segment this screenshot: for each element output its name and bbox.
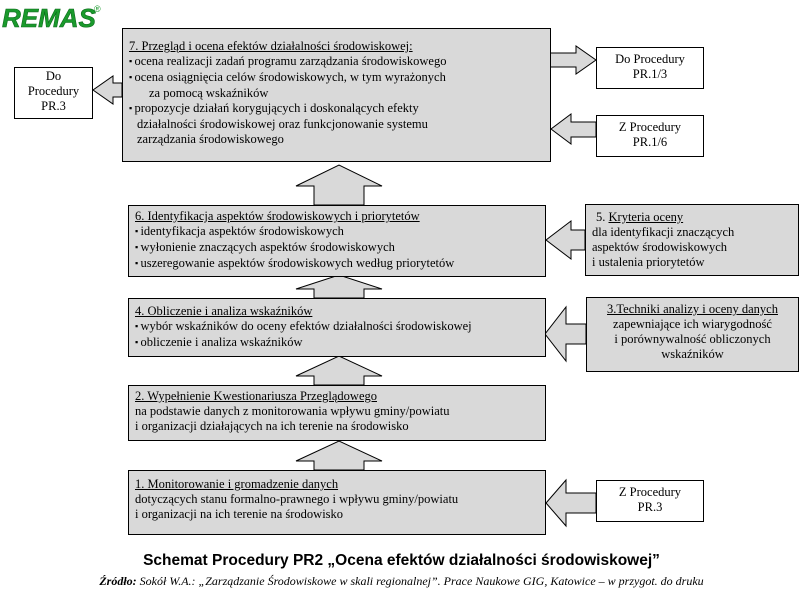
arrow-from-pr16 [550,113,597,145]
logo-text: REMAS [2,3,97,32]
box7-line: za pomocą wskaźników [149,86,269,100]
ref-line: Procedury [27,84,80,98]
box5-line: dla identyfikacji znaczących [592,225,735,239]
box4-line: obliczenie i analiza wskaźników [135,335,539,351]
box7-line: ocena realizacji zadań programu zarządza… [129,54,544,70]
box7-title: 7. Przegląd i ocena efektów działalności… [129,39,413,53]
box4-line: wybór wskaźników do oceny efektów działa… [135,319,539,335]
box3-line: i porównywalność obliczonych [614,332,771,346]
source-note: Źródło: Sokół W.A.: „Zarządzanie Środowi… [0,574,803,589]
source-label: Źródło: [99,574,137,588]
box5-line: i ustalenia priorytetów [592,255,705,269]
box-questionnaire: 2. Wypełnienie Kwestionariusza Przeglądo… [128,385,546,441]
ref-line: Do Procedury [615,52,685,66]
ref-box-to-pr13: Do Procedury PR.1/3 [596,47,704,89]
box-evaluation-criteria: 5. Kryteria oceny dla identyfikacji znac… [585,204,799,276]
box6-line: wyłonienie znaczących aspektów środowisk… [135,240,539,256]
box-analysis-techniques: 3.Techniki analizy i oceny danych zapewn… [586,297,799,372]
arrow-from-box3 [544,305,587,363]
box-monitoring: 1. Monitorowanie i gromadzenie danych do… [128,470,546,535]
arrow-to-left-pr3 [92,75,123,105]
box7-line: zarządzania środowiskowego [137,132,284,146]
ref-line: PR.1/6 [632,135,668,149]
ref-box-to-pr3: Do Procedury PR.3 [14,67,93,119]
source-text: Sokół W.A.: „Zarządzanie Środowiskowe w … [136,574,704,588]
box1-title: 1. Monitorowanie i gromadzenie danych [135,477,339,491]
ref-line: PR.3 [637,500,663,514]
ref-box-from-pr16: Z Procedury PR.1/6 [596,115,704,157]
box3-line: wskaźników [661,347,724,361]
diagram-caption: Schemat Procedury PR2 „Ocena efektów dzi… [143,552,660,569]
box3-line: zapewniające ich wiarygodność [613,317,772,331]
box6-line: identyfikacja aspektów środowiskowych [135,224,539,240]
box6-title: 6. Identyfikacja aspektów środowiskowych… [135,209,420,223]
box1-line: dotyczących stanu formalno-prawnego i wp… [135,492,459,506]
arrow-from-pr3 [545,478,597,528]
logo-mark: ® [94,4,101,14]
arrow-to-pr13 [549,45,597,75]
box2-line: i organizacji działających na ich tereni… [135,419,409,433]
ref-line: Do [45,69,62,83]
up-arrow-4-6 [295,274,383,299]
up-arrow-1-2 [295,440,383,471]
box5-number: 5. [596,210,606,224]
box5-title: Kryteria oceny [608,210,684,224]
up-arrow-6-7 [295,164,383,206]
box7-line: ocena osiągnięcia celów środowiskowych, … [129,70,544,86]
box2-title: 2. Wypełnienie Kwestionariusza Przeglądo… [135,389,377,403]
box2-line: na podstawie danych z monitorowania wpły… [135,404,450,418]
ref-line: PR.1/3 [632,67,668,81]
box1-line: i organizacji na ich terenie na środowis… [135,507,344,521]
box-aspect-identification: 6. Identyfikacja aspektów środowiskowych… [128,205,546,277]
box3-title: 3.Techniki analizy i oceny danych [607,302,778,316]
remas-logo: REMAS ® [2,2,102,34]
box-indicator-analysis: 4. Obliczenie i analiza wskaźników wybór… [128,298,546,357]
ref-box-from-pr3: Z Procedury PR.3 [596,480,704,522]
box5-line: aspektów środowiskowych [592,240,728,254]
box6-line: uszeregowanie aspektów środowiskowych we… [135,256,539,272]
box4-title: 4. Obliczenie i analiza wskaźników [135,304,313,318]
up-arrow-2-4 [295,355,383,386]
box-review-evaluation: 7. Przegląd i ocena efektów działalności… [122,28,551,162]
arrow-from-box5 [545,219,586,261]
ref-line: PR.3 [41,99,66,113]
ref-line: Z Procedury [618,120,682,134]
box7-line: działalności środowiskowej oraz funkcjon… [137,117,428,131]
box7-line: propozycje działań korygujących i doskon… [129,101,544,117]
ref-line: Z Procedury [618,485,682,499]
